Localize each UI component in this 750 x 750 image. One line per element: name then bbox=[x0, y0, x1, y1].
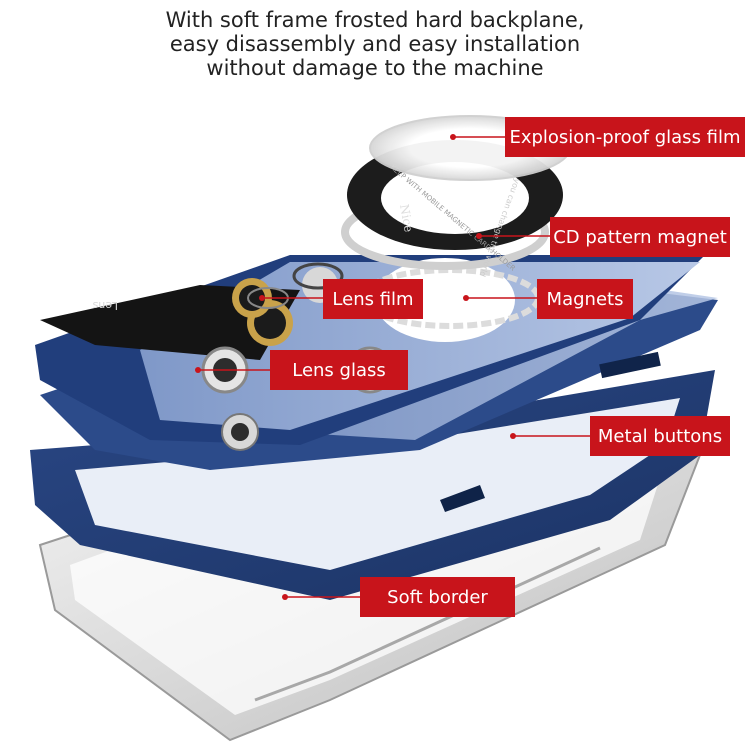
headline: With soft frame frosted hard backplane, … bbox=[0, 8, 750, 80]
dot-lens-glass bbox=[195, 367, 201, 373]
headline-line-3: without damage to the machine bbox=[206, 56, 544, 80]
lens-plate-text: Lens bbox=[92, 299, 118, 312]
soft-border-frame bbox=[30, 370, 715, 600]
callout-magnets: Magnets bbox=[537, 279, 633, 319]
callout-lens-glass: Lens glass bbox=[270, 350, 408, 390]
dot-magnets bbox=[463, 295, 469, 301]
dot-metal-buttons bbox=[510, 433, 516, 439]
dot-cd-magnet bbox=[476, 233, 482, 239]
callout-dots bbox=[195, 134, 516, 600]
dot-glass-film bbox=[450, 134, 456, 140]
headline-line-2: easy disassembly and easy installation bbox=[169, 32, 581, 56]
lens-plate: Lens bbox=[40, 267, 338, 360]
dot-lens-film bbox=[259, 295, 265, 301]
dot-soft-border bbox=[282, 594, 288, 600]
callout-lens-film: Lens film bbox=[323, 279, 423, 319]
ring-inner-text: Nice bbox=[397, 203, 416, 233]
callout-glass-film: Explosion-proof glass film bbox=[505, 117, 745, 157]
callout-leaders bbox=[198, 136, 592, 598]
callout-metal-buttons: Metal buttons bbox=[590, 416, 730, 456]
callout-soft-border: Soft border bbox=[360, 577, 515, 617]
callout-cd-magnet: CD pattern magnet bbox=[550, 217, 730, 257]
headline-line-1: With soft frame frosted hard backplane, bbox=[165, 8, 585, 32]
